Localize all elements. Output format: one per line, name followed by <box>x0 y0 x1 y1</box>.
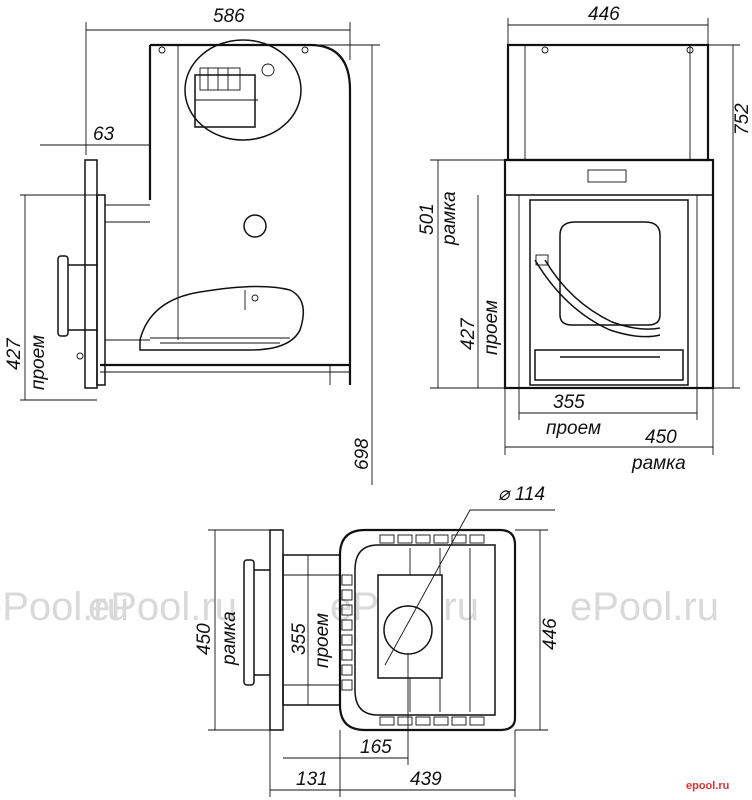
front-view: 446 752 501 рамка 427 проем 355 проем 45… <box>417 4 752 474</box>
rib <box>397 716 413 726</box>
dim-label-frame-text: рамка <box>439 191 460 246</box>
bolt-icon <box>251 294 259 302</box>
front-frame <box>503 158 715 390</box>
dim-label-door-offset: 63 <box>93 124 115 145</box>
dim-label-pipe-offset: 165 <box>360 737 392 758</box>
dim-label-pipe-diameter: ⌀ 114 <box>498 484 545 505</box>
bolt-icon <box>158 46 166 54</box>
rib <box>415 534 431 544</box>
rib <box>469 534 485 544</box>
dim-label-opening-text: проем <box>28 335 49 390</box>
dim-label-body-depth: 439 <box>410 769 442 790</box>
rib <box>379 716 395 726</box>
dim-label-total-height: 752 <box>732 103 752 135</box>
dim-label-width: 586 <box>213 6 245 27</box>
rib <box>341 604 353 616</box>
dim-label-frame-height: 501 <box>417 203 438 235</box>
rib <box>397 534 413 544</box>
front-ash-drawer <box>534 349 684 381</box>
front-door <box>529 199 689 386</box>
rib <box>341 574 353 586</box>
rib <box>341 649 353 661</box>
bolt-icon <box>541 46 549 54</box>
bolt-icon <box>76 352 84 360</box>
rib <box>341 664 353 676</box>
dim-label-opening-width-text: проем <box>546 418 601 439</box>
side-upper-oval <box>184 39 302 141</box>
dim-label-door-depth: 131 <box>296 769 328 790</box>
rib <box>415 716 431 726</box>
rib <box>433 534 449 544</box>
front-door-handle-2 <box>544 259 661 330</box>
handle-end <box>535 254 549 266</box>
dim-label-frame-width: 450 <box>194 623 215 655</box>
dim-label-opening-height: 427 <box>458 317 479 350</box>
top-door-handle <box>243 559 255 686</box>
top-body-inner <box>354 544 496 716</box>
top-ribs-left <box>341 574 353 691</box>
top-body-outline <box>338 528 517 732</box>
dim-label-opening-width: 355 <box>553 392 585 413</box>
bolt-icon <box>686 46 694 54</box>
front-nameplate <box>587 169 627 183</box>
rib <box>451 716 467 726</box>
front-door-handle <box>534 259 661 338</box>
pipe-leader-line <box>384 509 471 666</box>
side-view: 586 63 427 проем 698 <box>4 6 380 485</box>
dim-label-frame-text: рамка <box>219 611 240 666</box>
dim-label-frame-width: 450 <box>645 427 677 448</box>
rib <box>469 716 485 726</box>
dim-label-opening-height: 427 <box>4 337 25 370</box>
rib <box>341 589 353 601</box>
top-ribs-upper <box>379 534 485 544</box>
side-pipe-hole <box>243 214 267 238</box>
rib <box>379 534 395 544</box>
watermark: ePool.ru <box>570 585 719 629</box>
top-view: ⌀ 114 450 рамка 355 проем 446 165 <box>194 484 561 797</box>
bolt-icon <box>301 46 309 54</box>
side-door-frame <box>84 159 98 389</box>
rib <box>433 716 449 726</box>
dim-label-overall-height: 698 <box>352 438 373 470</box>
dim-label-front-width: 446 <box>588 4 620 25</box>
side-firebox-outline <box>139 285 305 351</box>
site-logo: epool.ru <box>686 780 729 792</box>
rib <box>451 534 467 544</box>
side-upper-box-top <box>199 67 241 91</box>
watermark: ePool.ru <box>88 585 237 629</box>
top-ribs-lower <box>379 716 485 726</box>
rib <box>341 679 353 691</box>
watermark-group: ePool.ru ePool.ru ePool.ru ePool.ru <box>0 585 719 629</box>
dim-label-opening-text: проем <box>312 613 333 668</box>
dim-label-frame-width-text: рамка <box>631 453 686 474</box>
front-frame-inner <box>518 194 698 389</box>
rib <box>341 634 353 646</box>
dim-label-body-width: 446 <box>540 618 561 650</box>
front-door-glass <box>559 221 661 326</box>
side-door-handle <box>57 255 69 337</box>
dim-label-opening-width: 355 <box>289 623 310 655</box>
side-upper-box <box>194 74 256 128</box>
dim-label-opening-text: проем <box>481 300 502 355</box>
front-upper-body <box>506 43 710 162</box>
rib <box>341 619 353 631</box>
watermark: ePool.ru <box>0 585 129 629</box>
side-body-outline <box>150 43 352 385</box>
top-frame-plate <box>269 529 284 731</box>
side-upper-hole <box>261 63 275 77</box>
side-door-plate <box>96 194 106 386</box>
